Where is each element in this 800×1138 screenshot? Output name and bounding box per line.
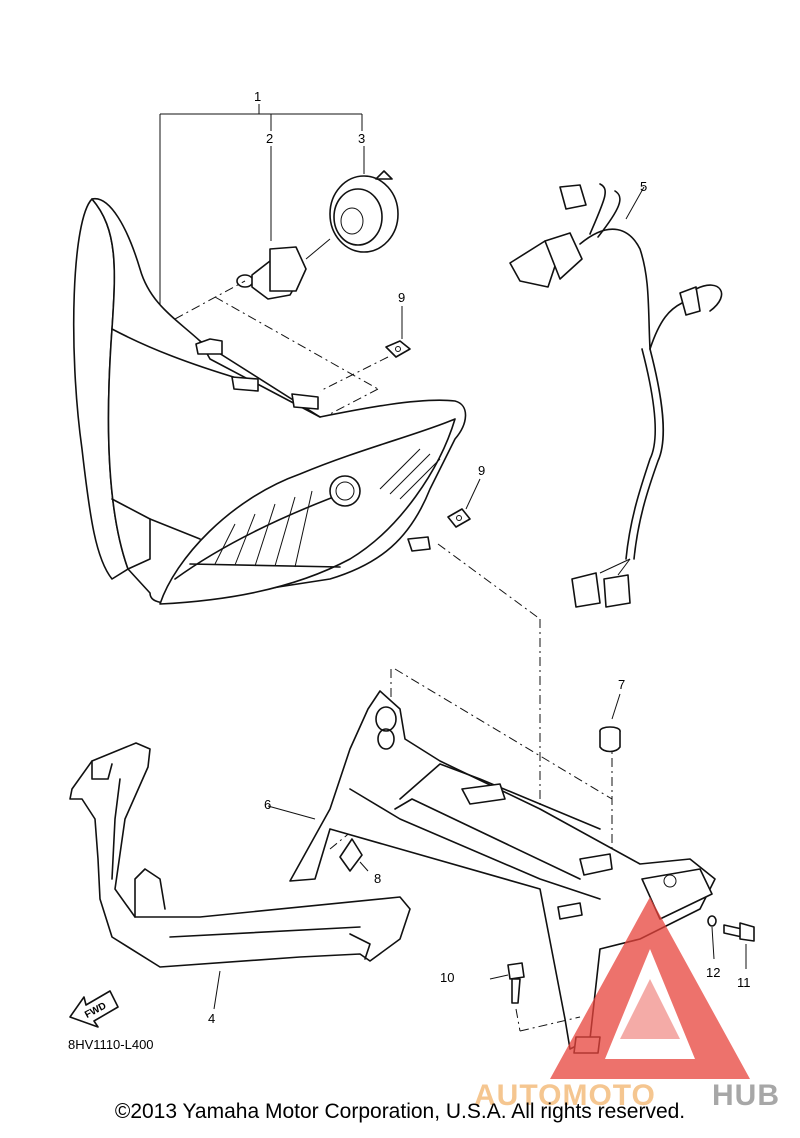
cowling-stay (69, 742, 411, 1010)
callout-8: 8 (374, 871, 381, 886)
nut-9-upper (385, 306, 411, 358)
callout-5: 5 (640, 179, 647, 194)
washer-12 (707, 915, 717, 960)
mount-tab (231, 376, 259, 392)
callout-6: 6 (264, 797, 271, 812)
callout-3: 3 (358, 131, 365, 146)
wire-harness (509, 183, 723, 608)
callout-1: 1 (254, 89, 261, 104)
lens-ribs (214, 448, 441, 568)
callout-11: 11 (737, 975, 751, 990)
position-light (329, 475, 361, 507)
callout-9-upper: 9 (398, 290, 405, 305)
alignment-lines (174, 280, 613, 899)
forward-arrow-icon: FWD (69, 990, 119, 1028)
mount-tab (407, 536, 431, 552)
mount-tab (195, 338, 223, 355)
callout-10: 10 (440, 970, 454, 985)
callout-9-lower: 9 (478, 463, 485, 478)
callout-12: 12 (706, 965, 720, 980)
callout-1-bracket (159, 104, 365, 309)
bracket-8 (339, 838, 369, 872)
watermark-brand-part1: AUTOMOTO (474, 1079, 656, 1112)
callout-2: 2 (266, 131, 273, 146)
nut-9-lower (447, 478, 481, 528)
watermark-triangle-icon (550, 897, 750, 1079)
callout-7: 7 (618, 677, 625, 692)
headlight-assembly (72, 198, 467, 605)
bulb-socket-cover (329, 170, 399, 253)
watermark: AUTOMOTO HUB (474, 897, 780, 1112)
callout-4: 4 (208, 1011, 215, 1026)
callout-labels: 1 2 3 4 5 6 7 8 9 9 10 11 12 8HV1110-L40… (68, 89, 751, 1052)
copyright-notice: ©2013 Yamaha Motor Corporation, U.S.A. A… (114, 1100, 686, 1123)
watermark-brand-part2: HUB (712, 1079, 780, 1112)
bolt-10 (489, 962, 581, 1032)
mount-tab (291, 393, 319, 410)
drawing-code: 8HV1110-L400 (68, 1037, 154, 1052)
bolt-11 (723, 922, 755, 969)
damper-7 (599, 693, 621, 753)
headlight-bulb (236, 238, 331, 300)
